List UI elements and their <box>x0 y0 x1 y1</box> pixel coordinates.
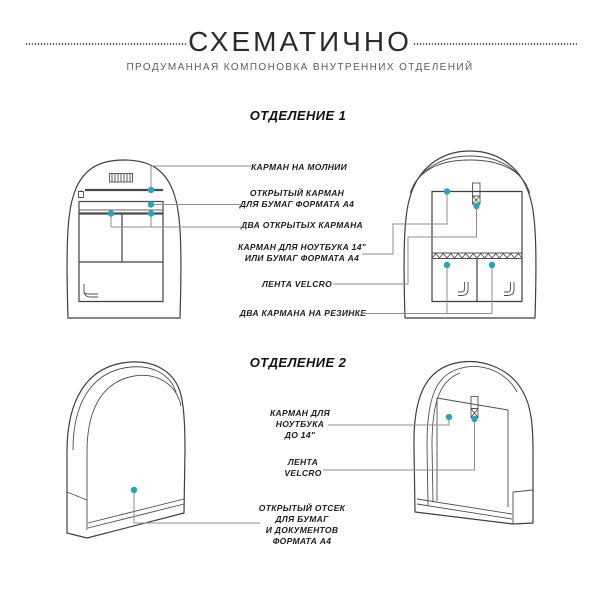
strap-buckle-detail-2 <box>470 396 479 418</box>
page-title: СХЕМАТИЧНО <box>188 26 412 57</box>
callout-connector-lines <box>110 165 493 524</box>
marker-elastic-pocket-left <box>443 261 451 269</box>
label-zipper-pocket: КАРМАН НА МОЛНИИ <box>251 162 347 172</box>
label-two-elastic-pockets: ДВА КАРМАНА НА РЕЗИНКЕ <box>239 308 367 318</box>
marker-velcro-2 <box>471 415 478 423</box>
rounded-corner-detail <box>458 282 469 296</box>
marker-elastic-pocket-right <box>488 261 496 269</box>
marker-zipper-pocket <box>147 186 155 194</box>
label-open-pocket-a4: ОТКРЫТЫЙ КАРМАН ДЛЯ БУМАГ ФОРМАТА А4 <box>239 188 355 209</box>
marker-open-pocket-left <box>107 210 115 217</box>
backpack2-open-perspective-diagram <box>413 361 534 525</box>
label-laptop-pocket-upto14: КАРМАН ДЛЯ НОУТБУКА ДО 14" <box>270 408 330 440</box>
label-laptop-pocket-14: КАРМАН ДЛЯ НОУТБУКА 14" ИЛИ БУМАГ ФОРМАТ… <box>237 242 367 263</box>
backpack1-front-compartment-diagram <box>66 159 182 319</box>
label-open-compartment-a4: ОТКРЫТЫЙ ОТСЕК ДЛЯ БУМАГ И ДОКУМЕНТОВ ФО… <box>258 503 346 546</box>
rounded-corner-detail <box>504 282 515 296</box>
velcro-strip <box>431 252 523 259</box>
label-two-open-pockets: ДВА ОТКРЫТЫХ КАРМАНА <box>241 220 363 230</box>
base-seam-lines <box>416 498 513 520</box>
section2-heading: ОТДЕЛЕНИЕ 2 <box>249 355 347 370</box>
hotspot-markers <box>107 186 496 494</box>
backpack1-back-compartment-diagram <box>403 150 537 319</box>
label-velcro-tape: ЛЕНТА VELCRO <box>261 279 333 289</box>
marker-open-pocket-right <box>147 210 155 217</box>
marker-open-compartment <box>130 486 138 494</box>
marker-velcro <box>473 202 480 210</box>
page-subtitle: ПРОДУМАННАЯ КОМПОНОВКА ВНУТРЕННИХ ОТДЕЛЕ… <box>126 62 474 73</box>
rounded-corner-detail <box>83 284 98 298</box>
zipper-pull-icon <box>78 190 84 198</box>
interior-back-panel <box>436 397 509 507</box>
section1-heading: ОТДЕЛЕНИЕ 1 <box>249 108 347 123</box>
marker-open-pocket-a4 <box>147 201 155 208</box>
label-velcro-tape-2: ЛЕНТА VELCRO <box>284 457 322 478</box>
strap-buckle-detail <box>472 182 481 205</box>
backpack2-closed-perspective-diagram <box>66 361 186 539</box>
title-dotted-line-right <box>413 43 577 45</box>
marker-laptop-pocket <box>443 188 451 195</box>
title-dotted-line-left <box>25 43 187 45</box>
marker-laptop-pocket-2 <box>445 413 453 421</box>
base-seam-lines <box>87 498 185 529</box>
